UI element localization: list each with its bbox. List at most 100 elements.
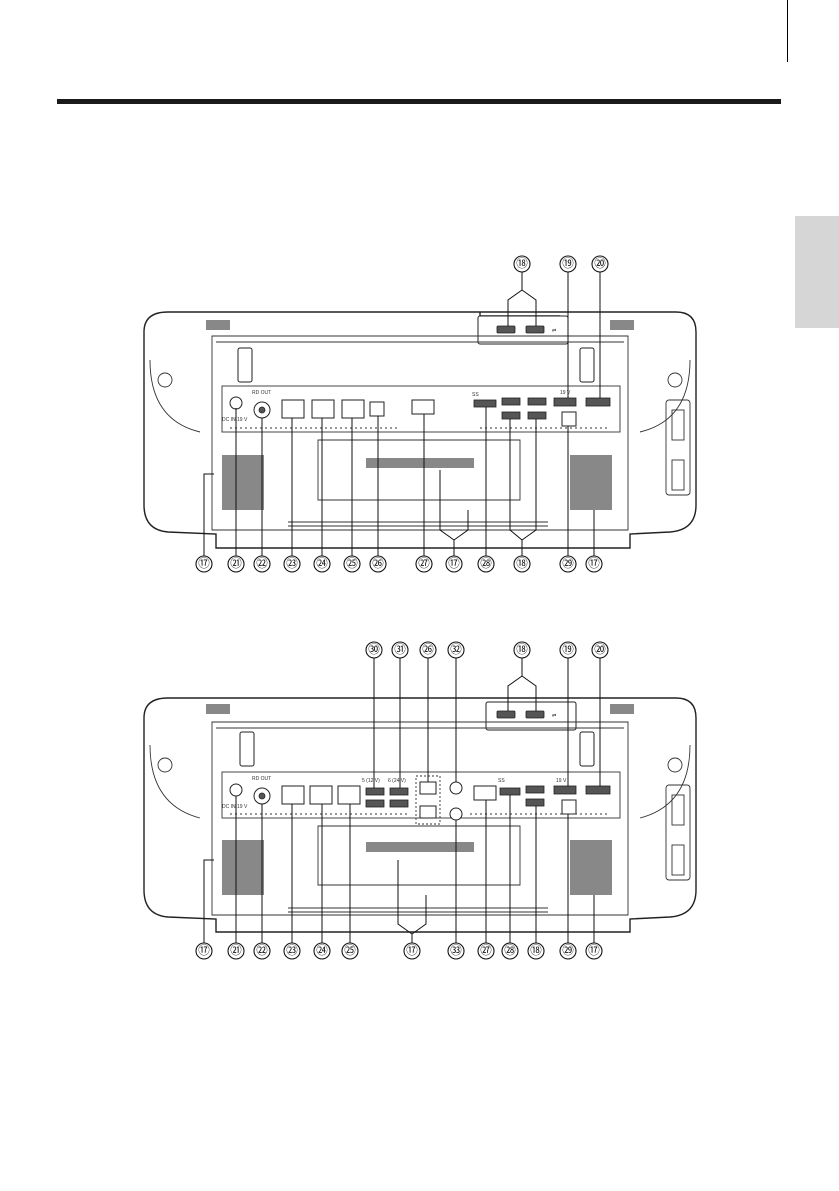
- callout-17-a: ⑰: [196, 556, 212, 572]
- callout-32: ㉜: [448, 642, 464, 658]
- side-grille-left: [222, 455, 264, 510]
- svg-text:㉕: ㉕: [346, 557, 358, 570]
- rd-out-label: RD OUT: [252, 390, 271, 396]
- callout-18-bottom: ⑱: [528, 943, 544, 959]
- callout-22: ㉒: [254, 943, 270, 959]
- side-grille-right: [570, 840, 612, 895]
- svg-text:㉜: ㉜: [450, 643, 462, 656]
- callout-28: ㉘: [478, 556, 494, 572]
- usb-stack-b: [526, 799, 544, 806]
- svg-text:㉖: ㉖: [372, 557, 384, 570]
- powered-usb-label: 19 V: [560, 390, 571, 396]
- callout-27: ㉗: [478, 943, 494, 959]
- callout-17-a: ⑰: [196, 943, 212, 959]
- usb-stack-1b: [502, 412, 520, 419]
- svg-text:⑰: ⑰: [448, 557, 460, 570]
- svg-text:㉔: ㉔: [316, 944, 328, 957]
- left-post: [238, 348, 252, 382]
- usb3-port: [474, 400, 496, 407]
- svg-text:⑳: ⑳: [594, 643, 606, 656]
- callout-21: ㉑: [228, 556, 244, 572]
- dc-in-jack: [230, 397, 242, 409]
- usb-b-port-2: [420, 806, 436, 818]
- svg-text:㉒: ㉒: [256, 944, 268, 957]
- svg-text:㉒: ㉒: [256, 557, 268, 570]
- usb-symbol: ⇄: [552, 328, 556, 334]
- callout-23: ㉓: [284, 556, 300, 572]
- callout-29: ㉙: [560, 943, 576, 959]
- usb-b-port: [370, 402, 384, 416]
- rj-port-1: [282, 786, 304, 804]
- usb-stack-2b: [528, 412, 546, 419]
- callout-27: ㉗: [416, 556, 432, 572]
- svg-text:㉙: ㉙: [562, 944, 574, 957]
- callout-18-bottom: ⑱: [514, 556, 530, 572]
- callout-26: ㉖: [370, 556, 386, 572]
- usb-port-top-2: [526, 326, 544, 333]
- lan-port: [412, 400, 434, 414]
- svg-text:⑱: ⑱: [516, 643, 528, 656]
- svg-text:⑰: ⑰: [588, 944, 600, 957]
- usb-b-port: [420, 782, 436, 794]
- rj-port-3: [342, 400, 364, 418]
- callout-24: ㉔: [314, 943, 330, 959]
- power-switch: [562, 800, 576, 814]
- rj-port-1: [282, 400, 304, 418]
- callout-19-top: ⑲: [560, 256, 576, 272]
- svg-text:⑱: ⑱: [516, 557, 528, 570]
- right-post: [580, 732, 594, 766]
- callout-20-top: ⑳: [592, 642, 608, 658]
- svg-text:⑱: ⑱: [530, 944, 542, 957]
- callout-18-top: ⑱: [514, 256, 530, 272]
- usb3-label: SS: [472, 392, 479, 398]
- callout-25: ㉕: [344, 556, 360, 572]
- svg-text:⑱: ⑱: [516, 257, 528, 270]
- dc-in-label: DC IN 19 V: [222, 417, 248, 423]
- side-grille-right: [570, 455, 612, 510]
- top-grille-left: [206, 320, 230, 330]
- svg-text:⑰: ⑰: [588, 557, 600, 570]
- svg-text:⑲: ⑲: [562, 257, 574, 270]
- callout-22: ㉒: [254, 556, 270, 572]
- svg-text:㉝: ㉝: [450, 944, 462, 957]
- callout-30: ㉚: [366, 642, 382, 658]
- pusb-24v-label: 6 (24 V): [388, 778, 406, 784]
- svg-text:⑰: ⑰: [198, 944, 210, 957]
- dc-in-jack: [230, 784, 242, 796]
- usb-stack-2a: [528, 398, 546, 405]
- svg-text:㉗: ㉗: [418, 557, 430, 570]
- power-switch: [562, 412, 576, 426]
- callout-26: ㉖: [420, 642, 436, 658]
- rj-port-3: [338, 786, 360, 804]
- callout-28: ㉘: [502, 943, 518, 959]
- svg-text:㉘: ㉘: [504, 944, 516, 957]
- powered-usb-port: [554, 786, 576, 794]
- svg-text:⑲: ⑲: [562, 643, 574, 656]
- usb-stack-1a: [502, 398, 520, 405]
- terminal-rear-diagram-top: ⇄ DC IN 19 V RD OUT SS 19 V: [0, 0, 839, 600]
- svg-text:㉗: ㉗: [480, 944, 492, 957]
- pusb-12v-a: [366, 788, 384, 795]
- audio-jack-33: [450, 808, 462, 820]
- callout-20-top: ⑳: [592, 256, 608, 272]
- rj-port-2: [310, 786, 332, 804]
- callout-33: ㉝: [448, 943, 464, 959]
- callout-29: ㉙: [560, 556, 576, 572]
- svg-text:⑳: ⑳: [594, 257, 606, 270]
- svg-text:㉓: ㉓: [286, 944, 298, 957]
- callout-19-top: ⑲: [560, 642, 576, 658]
- svg-text:㉖: ㉖: [422, 643, 434, 656]
- callout-21: ㉑: [228, 943, 244, 959]
- dc-in-label: DC IN 19 V: [222, 804, 248, 810]
- pusb-12v-b: [366, 800, 384, 807]
- port-20: [586, 786, 610, 794]
- bottom-slot-grille: [366, 842, 474, 852]
- callout-31: ㉛: [392, 642, 408, 658]
- svg-text:⑰: ⑰: [198, 557, 210, 570]
- side-grille-left: [222, 840, 264, 895]
- svg-text:㉙: ㉙: [562, 557, 574, 570]
- right-post: [580, 348, 594, 382]
- svg-text:㉕: ㉕: [344, 944, 356, 957]
- usb3-port: [500, 788, 520, 795]
- left-post: [240, 732, 254, 766]
